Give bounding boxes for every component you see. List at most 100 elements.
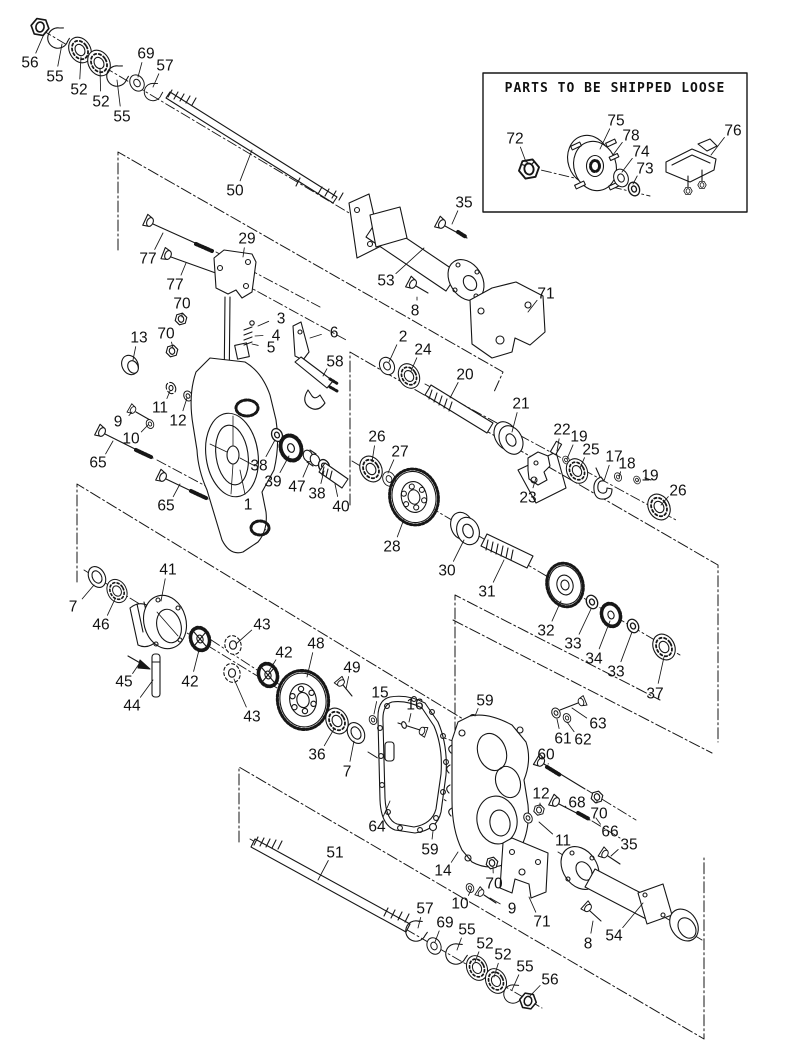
part-label-19: 19 [641,468,658,485]
leader-line-3 [257,320,270,327]
thrust-washer-43 [223,663,241,683]
part-label-70: 70 [157,326,175,343]
bearing-26 [354,451,388,487]
part-label-70: 70 [173,296,191,313]
leader-line-77 [180,262,187,276]
leader-line-56 [35,33,45,54]
part-label-55: 55 [113,109,130,126]
part-label-45: 45 [115,674,132,691]
part-label-35: 35 [455,195,472,212]
part-label-65: 65 [89,455,106,472]
leader-line-57 [417,916,422,929]
part-label-20: 20 [456,367,474,384]
part-label-16: 16 [406,697,423,714]
leader-line-15 [373,701,378,715]
part-label-59: 59 [476,693,493,710]
leader-line-8 [590,920,594,934]
leader-line-58 [322,368,328,377]
leader-line-20 [449,382,459,399]
part-label-43: 43 [253,617,270,634]
leader-line-11 [538,821,554,835]
part-label-55: 55 [516,959,533,976]
axle-tube-54 [560,846,699,942]
part-label-53: 53 [377,273,394,290]
part-label-57: 57 [416,901,433,918]
part-label-70: 70 [590,806,608,823]
bolt-9-lower [474,886,497,904]
part-label-9: 9 [114,414,123,431]
shift-piece-23 [517,451,567,504]
hub-30 [450,511,480,546]
leader-line-46 [106,598,116,616]
leader-line-11 [166,390,171,399]
part-label-55: 55 [458,922,475,939]
drive-shaft-50 [165,89,344,204]
leader-line-48 [306,652,314,678]
bolt-35-lower [597,846,621,865]
part-label-69: 69 [436,915,453,932]
shift-fork-58 [294,356,340,410]
part-label-32: 32 [537,623,554,640]
side-case-14 [446,714,530,868]
leader-line-76 [710,137,725,156]
part-label-38: 38 [308,486,325,503]
part-label-71: 71 [537,286,554,303]
leader-line-18 [618,471,622,478]
leader-line-65 [172,483,181,498]
part-label-25: 25 [582,442,599,459]
part-label-55: 55 [46,69,63,86]
stud-78 [608,152,620,162]
leader-line-17 [603,464,610,482]
leader-line-71 [527,299,538,313]
leader-line-55 [511,974,520,991]
part-label-56: 56 [541,972,558,989]
shift-lever-6 [292,321,310,361]
hub-stud [570,138,620,191]
loose-box-title: PARTS TO BE SHIPPED LOOSE [505,81,726,96]
part-label-72: 72 [506,131,523,148]
leader-line-77 [154,232,164,250]
leader-line-14 [450,851,459,863]
part-label-54: 54 [605,928,623,945]
leader-line-64 [382,800,391,818]
leader-line-69 [434,930,440,943]
part-label-24: 24 [414,342,432,359]
nut-70 [164,343,180,359]
part-label-27: 27 [391,444,408,461]
part-label-64: 64 [368,819,386,836]
part-label-21: 21 [512,396,529,413]
detent-springs-3-4-5 [243,320,255,346]
leader-line-21 [511,412,518,433]
pin-22 [549,440,563,456]
leader-line-59 [474,708,479,717]
bolt-8-lower [580,900,602,922]
part-label-69: 69 [137,46,154,63]
leader-line-12 [182,397,188,412]
bolt-65-a [94,423,154,459]
part-label-2: 2 [399,329,408,346]
leader-line-57 [152,73,160,88]
thrust-washer-43 [224,635,242,655]
bevel-gear-42 [185,622,215,656]
part-label-3: 3 [277,311,286,328]
part-label-70: 70 [485,876,503,893]
part-label-77: 77 [166,277,183,294]
leader-line-65 [105,440,114,455]
shift-fork-17 [593,467,613,500]
part-label-12: 12 [532,786,549,803]
washer-69 [423,934,445,958]
leader-line-7 [349,740,355,762]
bolt-8-upper [405,275,429,294]
wheel-hub-75 [567,134,620,192]
part-label-11: 11 [555,833,571,850]
leader-line-56 [528,985,541,998]
bolt-49 [333,675,353,697]
leader-line-55 [116,79,121,107]
part-label-22: 22 [553,422,570,439]
part-label-73: 73 [636,161,653,178]
bracket-71-lower [499,837,549,899]
part-label-12: 12 [169,413,186,430]
bearing-24 [393,359,425,393]
part-label-15: 15 [371,685,388,702]
